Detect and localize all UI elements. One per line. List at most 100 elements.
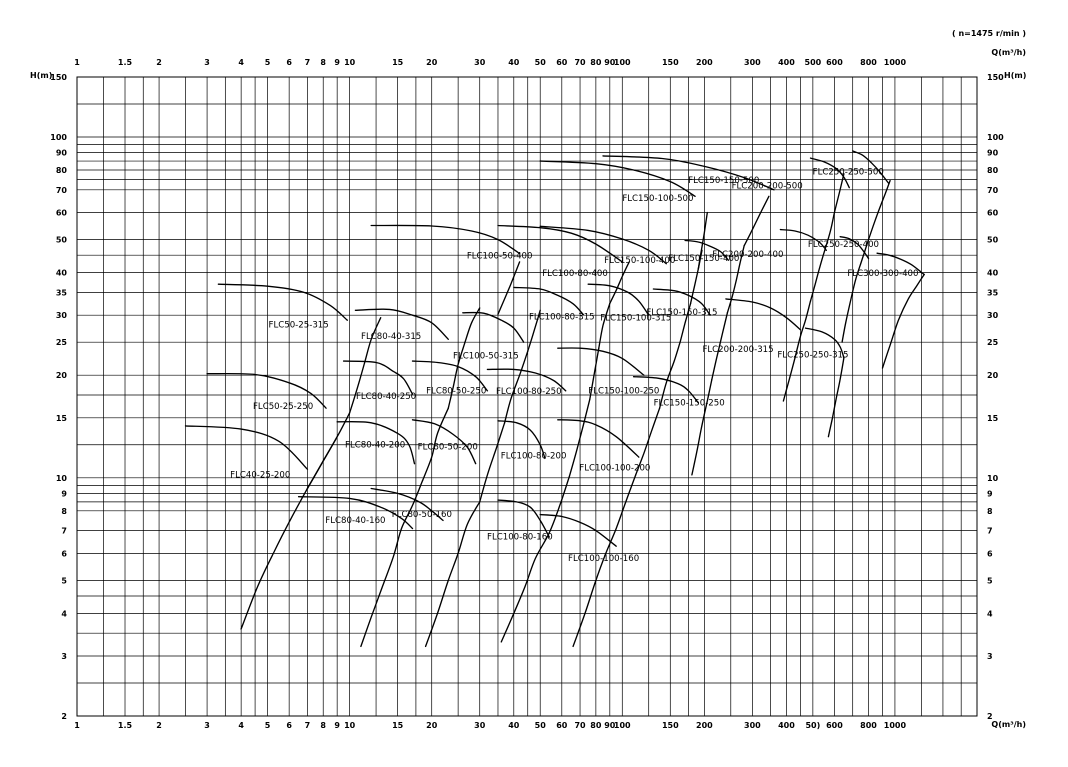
x-axis-title-top: Q(m³/h): [991, 48, 1026, 57]
y-tick-label-left: 4: [61, 609, 67, 618]
plot-frame: [76, 76, 978, 717]
x-tick-label-bottom: 2: [156, 721, 162, 730]
y-tick-label-left: 35: [56, 288, 68, 297]
curve-flc100-80-315-top: [513, 286, 585, 316]
curve-flc50-25-250-lower: [306, 412, 351, 490]
curve-flc100-80-200-top: [497, 420, 546, 460]
x-tick-label-top: 6: [286, 58, 292, 67]
curve-flc150-150-250-top: [632, 376, 699, 404]
model-label-flc250-250-315: FLC250-250-315: [777, 351, 848, 361]
x-tick-label-bottom: 10: [344, 721, 356, 730]
x-axis-title-bottom: Q(m³/h): [991, 720, 1026, 729]
x-tick-label-bottom: 9: [334, 721, 340, 730]
x-tick-label-top: 60: [556, 58, 568, 67]
curve-flc80-40-315-lower: [464, 307, 481, 343]
x-tick-label-top: 800: [860, 58, 877, 67]
curve-flc250-250-400-lower: [841, 238, 870, 343]
curve-flc100-80-160-top: [497, 499, 550, 538]
y-tick-label-right: 9: [987, 489, 993, 498]
x-tick-label-top: 1.5: [118, 58, 133, 67]
model-label-flc100-50-400: FLC100-50-400: [467, 251, 533, 261]
curve-flc50-25-315-top: [217, 283, 348, 321]
y-tick-label-left: 40: [56, 269, 68, 278]
curve-flc100-80-250-top: [486, 368, 567, 392]
x-tick-label-bottom: 90: [604, 721, 616, 730]
x-tick-label-top: 20: [426, 58, 438, 67]
curve-flc200-200-315-top: [725, 298, 802, 331]
model-label-flc150-150-500: FLC150-150-500: [688, 176, 759, 186]
x-tick-label-top: 300: [744, 58, 761, 67]
y-tick-label-right: 8: [987, 507, 993, 516]
model-label-flc100-80-250: FLC100-80-250: [496, 387, 562, 397]
model-label-flc40-25-200: FLC40-25-200: [230, 470, 290, 480]
curve-flc80-40-160-top: [297, 496, 414, 530]
x-tick-label-bottom: 70: [574, 721, 586, 730]
x-tick-label-bottom: 15: [392, 721, 404, 730]
x-tick-label-top: 3: [204, 58, 210, 67]
curve-flc150-150-315-top: [652, 288, 711, 316]
curve-flc150-150-500-lower: [743, 195, 770, 247]
x-tick-label-bottom: 4: [238, 721, 244, 730]
curve-flc100-80-160-lower: [500, 475, 571, 643]
y-tick-label-right: 20: [987, 371, 999, 380]
x-tick-label-bottom: 150: [662, 721, 679, 730]
x-tick-label-top: 2: [156, 58, 162, 67]
x-tick-label-top: 1000: [884, 58, 907, 67]
x-tick-label-bottom: 3: [204, 721, 210, 730]
x-tick-label-bottom: 7: [305, 721, 311, 730]
x-tick-label-bottom: 50): [805, 721, 820, 730]
model-label-flc100-100-160: FLC100-100-160: [568, 554, 639, 564]
y-tick-label-left: 30: [56, 311, 68, 320]
x-tick-label-top: 1: [74, 58, 80, 67]
model-label-flc150-100-315: FLC150-100-315: [600, 314, 671, 324]
y-tick-label-left: 8: [61, 507, 67, 516]
y-tick-label-right: 80: [987, 166, 999, 175]
curve-flc250-250-315-lower: [827, 357, 845, 438]
x-tick-label-top: 4: [238, 58, 244, 67]
curve-flc150-150-500-top: [602, 155, 775, 191]
x-tick-label-top: 15: [392, 58, 404, 67]
model-label-flc150-100-400: FLC150-100-400: [604, 256, 675, 266]
model-label-flc80-40-250: FLC80-40-250: [356, 392, 416, 402]
y-tick-label-right: 6: [987, 549, 993, 558]
model-label-flc100-80-160: FLC100-80-160: [487, 533, 553, 543]
x-tick-label-top: 70: [574, 58, 586, 67]
model-label-flc150-150-250: FLC150-150-250: [654, 398, 725, 408]
curve-flc80-40-250-top: [342, 360, 414, 395]
y-tick-label-left: 90: [56, 149, 68, 158]
curve-flc150-100-500-top: [539, 160, 696, 197]
y-tick-label-left: 150: [50, 73, 67, 82]
x-tick-label-bottom: 80: [590, 721, 602, 730]
curve-flc200-200-315-lower: [782, 300, 812, 402]
curve-flc200-200-400-lower: [809, 248, 826, 302]
y-tick-label-right: 100: [987, 133, 1004, 142]
curve-flc80-50-250-lower: [503, 350, 529, 424]
curve-flc80-50-160-lower: [424, 501, 481, 648]
x-tick-label-top: 8: [320, 58, 326, 67]
curve-flc80-40-160-lower: [360, 480, 424, 648]
model-label-flc100-100-200: FLC100-100-200: [579, 463, 650, 473]
x-tick-label-top: 90: [604, 58, 616, 67]
speed-note: ( n=1475 r/min ): [952, 29, 1026, 38]
model-label-flc50-25-250: FLC50-25-250: [253, 402, 313, 412]
model-label-flc150-100-500: FLC150-100-500: [622, 194, 693, 204]
y-tick-label-left: 25: [56, 338, 68, 347]
model-label-flc50-25-315: FLC50-25-315: [269, 320, 329, 330]
curve-flc80-40-200-lower: [421, 407, 449, 482]
x-tick-label-top: 7: [305, 58, 311, 67]
y-tick-label-right: 3: [987, 652, 993, 661]
y-axis-title-right: H(m): [1004, 71, 1026, 80]
curve-flc100-50-400-lower: [497, 261, 521, 315]
curve-flc150-100-500-lower: [697, 211, 708, 270]
x-tick-label-bottom: 5: [265, 721, 271, 730]
x-tick-label-top: 100: [614, 58, 631, 67]
curve-flc250-250-315-top: [804, 327, 845, 359]
y-tick-label-right: 25: [987, 338, 999, 347]
model-label-flc150-100-250: FLC150-100-250: [588, 386, 659, 396]
model-labels: FLC40-25-200 FLC50-25-250 FLC50-25-315FLC8…: [230, 167, 918, 564]
x-tick-label-top: 30: [474, 58, 486, 67]
y-tick-label-left: 9: [61, 489, 67, 498]
curve-flc80-50-160-top: [370, 487, 444, 522]
model-label-flc250-250-500: FLC250-250-500: [813, 167, 884, 177]
